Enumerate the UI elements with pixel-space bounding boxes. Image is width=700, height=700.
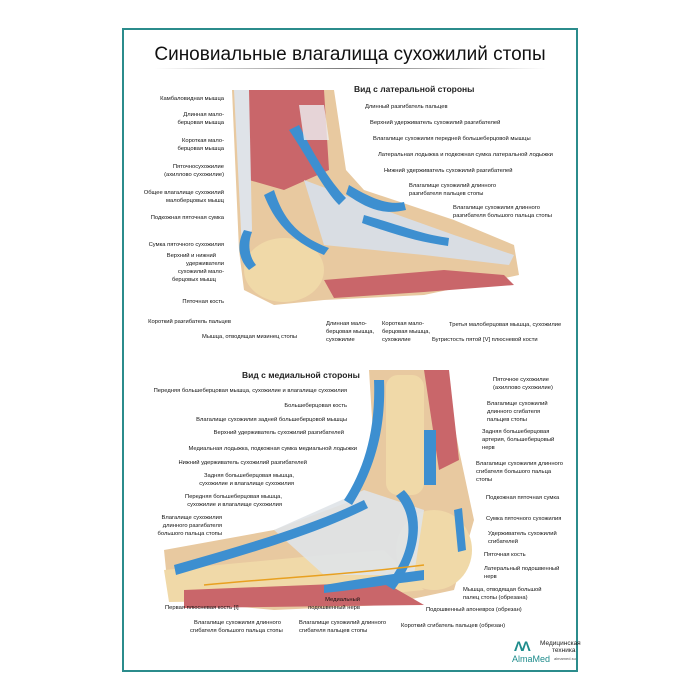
logo-tagline-1: Медицинская bbox=[540, 640, 581, 647]
label: Задняя большеберцовая bbox=[482, 429, 550, 435]
anatomy-illustrations bbox=[164, 90, 519, 610]
label: сгибателя большого пальца стопы bbox=[190, 628, 283, 634]
label: Пяточносухожилие bbox=[172, 164, 224, 170]
label: Мышца, отводящая мизинец стопы bbox=[202, 334, 298, 340]
label: Латеральный подошвенный bbox=[484, 566, 560, 572]
label: Короткий сгибатель пальцев (обрезан) bbox=[401, 623, 506, 629]
label: Короткий разгибатель пальцев bbox=[148, 319, 231, 325]
label: разгибателя большого пальца стопы bbox=[453, 213, 552, 219]
poster-title: Синовиальные влагалища сухожилий стопы bbox=[154, 44, 546, 65]
label: Пяточное сухожилие bbox=[493, 377, 550, 383]
label: берцовая мышца, bbox=[382, 329, 431, 335]
label: сухожилие bbox=[382, 337, 411, 343]
label: сухожилие bbox=[326, 337, 355, 343]
label: Пяточная кость bbox=[484, 552, 526, 558]
label: сухожилий мало- bbox=[177, 269, 224, 275]
logo-name: AlmaMed bbox=[512, 654, 551, 664]
label: сгибателя большого пальца bbox=[476, 469, 552, 475]
label: Медиальная лодыжка, подкожная сумка меди… bbox=[188, 446, 358, 452]
label: Длинная мало- bbox=[326, 321, 367, 327]
label: Влагалище сухожилия bbox=[161, 515, 222, 521]
label: Подкожная пяточная сумка bbox=[486, 495, 560, 501]
label: сухожилие и влагалище сухожилия bbox=[187, 502, 282, 508]
label: Пяточная кость bbox=[182, 299, 224, 305]
label: Медиальный bbox=[325, 597, 360, 603]
logo-mark-icon: ΛΛ bbox=[514, 638, 531, 654]
label: Подошвенный апоневроз (обрезан) bbox=[426, 607, 522, 613]
label: малоберцовых мышц bbox=[166, 198, 224, 204]
label: длинного сгибателя bbox=[487, 409, 541, 415]
label: Влагалище сухожилия длинного bbox=[476, 461, 563, 467]
label: Влагалище сухожилий длинного bbox=[299, 620, 387, 626]
logo-tagline-2: техника bbox=[552, 647, 576, 654]
label: Короткая мало- bbox=[382, 321, 425, 327]
label: артерия, большеберцовый bbox=[482, 437, 555, 443]
label: Верхний удерживатель сухожилий разгибате… bbox=[370, 120, 501, 126]
label: длинного разгибателя bbox=[162, 523, 222, 529]
title-underline bbox=[154, 68, 546, 69]
label: Верхний удерживатель сухожилий разгибате… bbox=[213, 430, 344, 436]
label: Удерживатель сухожилий bbox=[488, 531, 557, 537]
label: Верхний и нижний bbox=[166, 253, 216, 259]
label: (ахиллово сухожилие) bbox=[164, 172, 224, 178]
label: пальцев стопы bbox=[487, 417, 527, 423]
poster-frame: Синовиальные влагалища сухожилий стопы bbox=[122, 28, 581, 672]
label: Бугристость пятой [V] плюсневой кости bbox=[432, 337, 538, 343]
label: Длинная мало- bbox=[183, 112, 224, 118]
label: Мышца, отводящая большой bbox=[463, 587, 542, 593]
label: берцовая мышца bbox=[177, 146, 224, 152]
label: Влагалище сухожилия задней большеберцово… bbox=[196, 417, 347, 423]
label: Передняя большеберцовая мышца, bbox=[185, 494, 282, 500]
label: Нижний удерживатель сухожилий разгибател… bbox=[178, 460, 307, 466]
label: Короткая мало- bbox=[181, 138, 224, 144]
label: сухожилие и влагалище сухожилия bbox=[199, 481, 294, 487]
label: Влагалище сухожилий bbox=[487, 401, 548, 407]
lateral-view-heading: Вид с латеральной стороны bbox=[354, 84, 475, 94]
label: Влагалище сухожилия длинного bbox=[194, 620, 281, 626]
label: Подкожная пяточная сумка bbox=[150, 215, 224, 221]
label: подошвенный нерв bbox=[308, 605, 360, 611]
label: Сумка пяточного сухожилия bbox=[486, 516, 562, 522]
label: большого пальца стопы bbox=[157, 531, 222, 537]
label: Сумка пяточного сухожилия bbox=[148, 242, 224, 248]
label: Нижний удерживатель сухожилий разгибател… bbox=[384, 168, 513, 174]
label: Передняя большеберцовая мышца, сухожилие… bbox=[153, 388, 347, 394]
label: Третья малоберцовая мышца, сухожилие bbox=[449, 322, 562, 328]
label: Влагалище сухожилия длинного bbox=[453, 205, 540, 211]
label: разгибателя пальцев стопы bbox=[409, 191, 484, 197]
label: стопы bbox=[476, 477, 493, 483]
label: Общее влагалище сухожилий bbox=[143, 190, 224, 196]
label: Латеральная лодыжка и подкожная сумка ла… bbox=[378, 152, 553, 158]
label: сгибателя пальцев стопы bbox=[299, 628, 368, 634]
label: берцовая мышца, bbox=[326, 329, 375, 335]
medial-view-heading: Вид с медиальной стороны bbox=[242, 370, 360, 380]
label: Задняя большеберцовая мышца, bbox=[204, 473, 294, 479]
logo-site: almamed.su bbox=[554, 656, 576, 661]
label: берцовых мышц bbox=[171, 277, 216, 283]
medial-foot-illustration bbox=[164, 370, 474, 610]
label: (ахиллово сухожилие) bbox=[493, 385, 553, 391]
label: Большеберцовая кость bbox=[284, 403, 347, 409]
label: берцовая мышца bbox=[177, 120, 224, 126]
label: Длинный разгибатель пальцев bbox=[365, 104, 448, 110]
label: Влагалище сухожилий длинного bbox=[409, 183, 497, 189]
label: Влагалище сухожилия передней большеберцо… bbox=[373, 136, 531, 142]
almamed-logo: ΛΛ AlmaMed Медицинская техника almamed.s… bbox=[512, 638, 581, 666]
label: удерживатели bbox=[185, 261, 224, 267]
label: нерв bbox=[482, 445, 495, 451]
label: Камбаловидная мышца bbox=[160, 96, 224, 102]
label: нерв bbox=[484, 574, 497, 580]
lateral-foot-illustration bbox=[232, 90, 519, 305]
label: палец стопы (обрезана) bbox=[463, 595, 528, 601]
label: сгибателей bbox=[488, 539, 519, 545]
label: Первая плюсневая кость [I] bbox=[165, 605, 239, 611]
